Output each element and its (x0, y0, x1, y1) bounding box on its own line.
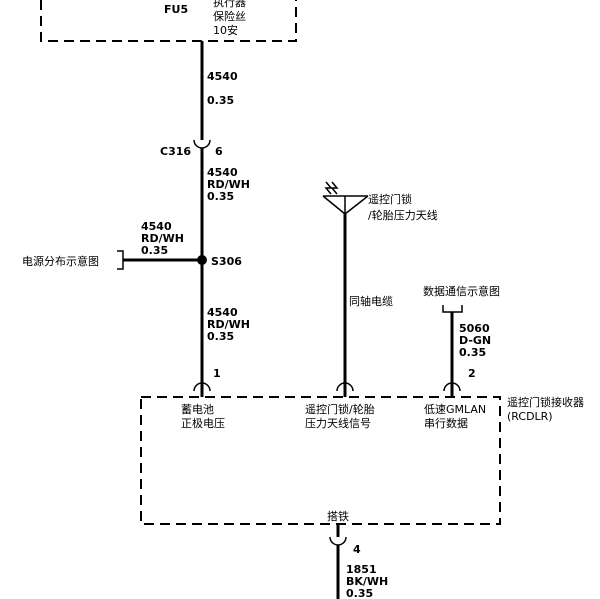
receiver-name: 遥控门锁接收器 (507, 395, 584, 409)
ground-pin-number: 4 (353, 543, 361, 556)
receiver-box (140, 396, 501, 525)
pin-antenna-label-line2: 压力天线信号 (305, 416, 371, 430)
pin-lin-label-line1: 低速GMLAN (424, 403, 486, 416)
wire-low-color: RD/WH (207, 318, 250, 331)
ref-bracket-data (442, 305, 463, 313)
connector-c316-symbol (193, 139, 211, 149)
wire-ground-size: 0.35 (346, 587, 373, 599)
receiver-pin1-number: 1 (213, 367, 221, 380)
wire-mid-color: RD/WH (207, 178, 250, 191)
ground-connector (329, 536, 347, 546)
fuse-id: FU5 (164, 3, 188, 16)
receiver-abbr: (RCDLR) (507, 410, 553, 423)
wire-ground-circuit: 1851 (346, 563, 377, 576)
wire-ground-color: BK/WH (346, 575, 388, 588)
fuse-desc-line1: 执行器 (213, 0, 246, 9)
wire-top-circuit: 4540 (207, 70, 238, 83)
wire-low-size: 0.35 (207, 330, 234, 343)
pin-power-label-line2: 正极电压 (181, 416, 225, 430)
receiver-pin2-number: 2 (468, 367, 476, 380)
antenna-label-line1: 遥控门锁 (368, 192, 412, 206)
pin-antenna-label-line1: 遥控门锁/轮胎 (305, 402, 375, 416)
branch-left-color: RD/WH (141, 232, 184, 245)
antenna-icon (322, 181, 369, 215)
wire-top-size: 0.35 (207, 94, 234, 107)
fuse-rating: 10安 (213, 23, 238, 37)
branch-left-size: 0.35 (141, 244, 168, 257)
data-comm-ref: 数据通信示意图 (423, 284, 500, 298)
coax-cable-label: 同轴电缆 (349, 294, 393, 308)
branch-left-circuit: 4540 (141, 220, 172, 233)
power-distribution-ref: 电源分布示意图 (22, 254, 99, 268)
pin-power-label-line1: 蓄电池 (181, 403, 214, 416)
pin-lin-label-line2: 串行数据 (424, 416, 468, 430)
wire-mid-size: 0.35 (207, 190, 234, 203)
wire-mid-circuit: 4540 (207, 166, 238, 179)
wire-data-size: 0.35 (459, 346, 486, 359)
connector-c316-name: C316 (160, 145, 191, 158)
ground-label: 搭铁 (327, 510, 349, 523)
connector-c316-pin-number: 6 (215, 145, 223, 158)
splice-s306-name: S306 (211, 255, 242, 268)
wire-data-color: D-GN (459, 334, 491, 347)
fuse-box-outline (40, 0, 297, 42)
wire-data-circuit: 5060 (459, 322, 490, 335)
fuse-desc-line2: 保险丝 (213, 9, 246, 23)
wire-low-circuit: 4540 (207, 306, 238, 319)
ref-bracket-left (117, 250, 124, 270)
antenna-label-line2: /轮胎压力天线 (368, 208, 438, 222)
